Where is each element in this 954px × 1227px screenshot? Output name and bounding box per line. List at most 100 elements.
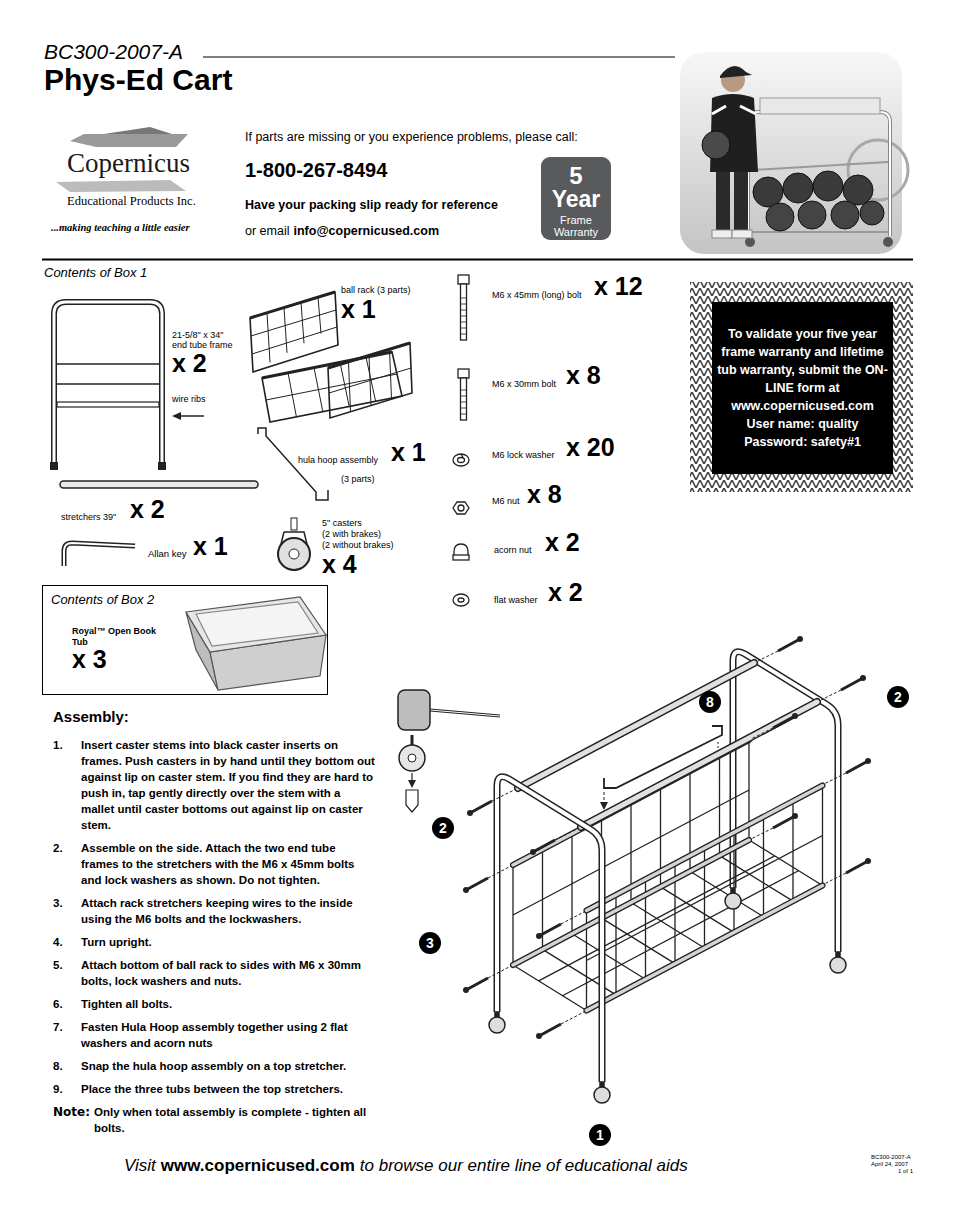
bolt-symbols [792, 713, 798, 719]
product-photo [680, 52, 902, 254]
ball-rack-drawing [250, 292, 338, 372]
ball-rack-drawing [250, 292, 335, 318]
step-row: 9.Place the three tubs between the top s… [53, 1081, 375, 1097]
bolt-symbols [463, 887, 469, 893]
bolt-symbols [865, 758, 871, 764]
caster-drawing [278, 538, 310, 570]
email-address: info@copernicused.com [293, 224, 439, 238]
login-text: User name: quality [747, 415, 859, 433]
product-photo [712, 230, 732, 238]
quantity: x 1 [391, 440, 426, 465]
step-number: 1. [53, 737, 81, 833]
callout-circle: 8 [699, 691, 721, 713]
quantity: x 3 [72, 647, 107, 672]
part-note: (2 with brakes) [322, 529, 381, 539]
end-tube-frame-drawing [54, 302, 162, 468]
bolt-symbols [463, 636, 871, 1039]
step-text: Attach rack stretchers keeping wires to … [81, 895, 375, 927]
product-photo [720, 66, 752, 78]
callout-number: 2 [894, 690, 902, 704]
quantity: x 2 [130, 497, 165, 522]
step-text: Tighten all bolts. [81, 996, 375, 1012]
product-photo [680, 52, 908, 254]
hardware-drawing [453, 502, 469, 514]
cart-assembly-drawing [604, 792, 605, 808]
cart-assembly-drawing [518, 663, 817, 827]
step-row: 6.Tighten all bolts. [53, 996, 375, 1012]
hardware-drawing [453, 555, 469, 560]
caster-insert-detail [406, 790, 418, 812]
quantity: x 2 [545, 530, 580, 555]
bolt-symbols [466, 639, 868, 1036]
end-tube-frame-drawing [50, 462, 58, 470]
warranty-border [690, 282, 913, 492]
badge-text: Frame Warranty [541, 215, 611, 238]
product-photo [716, 170, 730, 232]
ball-rack-drawing [328, 343, 410, 368]
step-row: 7.Fasten Hula Hoop assembly together usi… [53, 1019, 375, 1051]
caster-insert-detail [430, 710, 500, 716]
bolt-symbols [463, 636, 871, 1039]
step-number: 7. [53, 1019, 81, 1051]
part-name: M6 x 30mm bolt [492, 379, 556, 389]
quantity: x 20 [566, 435, 615, 460]
quantity: x 4 [322, 552, 357, 577]
part-name: hula hoop assembly [298, 455, 378, 465]
ball-rack-drawing [329, 349, 411, 412]
header-rules [203, 57, 675, 58]
product-photo [760, 98, 880, 114]
product-photo [748, 112, 890, 236]
hardware-drawing [461, 284, 467, 340]
note-text: Only when total assembly is complete - t… [94, 1104, 375, 1136]
callout-number: 2 [439, 821, 447, 835]
product-photo [766, 203, 794, 231]
caster-insert-detail [430, 710, 500, 716]
support-text: If parts are missing or you experience p… [245, 130, 578, 144]
cart-assembly-drawing [604, 726, 722, 788]
footer-text: Visit [124, 1156, 156, 1176]
part-name: Royal™ Open Book Tub [72, 626, 168, 648]
part-name: 5" casters [322, 518, 362, 528]
product-photo [883, 237, 893, 247]
logo-mark [56, 180, 186, 192]
hardware-drawing [453, 275, 469, 606]
hardware-drawing [461, 378, 467, 420]
callout-circle: 1 [589, 1124, 611, 1146]
tub-drawing [186, 597, 326, 690]
step-number: 8. [53, 1058, 81, 1074]
allen-key-drawing [64, 543, 135, 566]
bolt-symbols [488, 651, 846, 1024]
product-photo [753, 177, 783, 207]
cart-casters [489, 888, 846, 1103]
step-number: 6. [53, 996, 81, 1012]
product-photo [831, 201, 859, 229]
section-heading: Contents of Box 2 [51, 592, 154, 607]
quantity: x 1 [341, 297, 376, 322]
note-label: Note: [53, 1104, 94, 1136]
hardware-drawing [454, 544, 468, 556]
callout-number: 1 [596, 1128, 604, 1142]
page-title: Phys-Ed Cart [44, 63, 232, 96]
hardware-drawing [461, 390, 467, 414]
end-tube-frame-drawing [172, 412, 181, 420]
step-text: Assemble on the side. Attach the two end… [81, 840, 375, 888]
product-photo [712, 106, 756, 114]
part-name: 21-5/8" x 34" end tube frame [172, 330, 236, 351]
caster-insert-detail [408, 754, 416, 762]
caster-insert-detail [411, 773, 412, 786]
tub-drawing [196, 602, 318, 646]
callout-number: 3 [426, 936, 434, 950]
login-text: Password: safety#1 [744, 433, 861, 451]
step-text: Place the three tubs between the top str… [81, 1081, 375, 1097]
product-photo [783, 173, 813, 203]
footer-text: to browse our entire line of educational… [360, 1156, 688, 1176]
step-number: 5. [53, 957, 81, 989]
ball-rack-drawing [328, 343, 412, 418]
steps-list: 1.Insert caster stems into black caster … [53, 737, 375, 1143]
part-note: (3 parts) [341, 474, 375, 484]
part-name: stretchers 39" [61, 512, 116, 522]
brand-name: Copernicus [67, 148, 190, 179]
callout-circle: 2 [432, 817, 454, 839]
cart-casters [830, 957, 846, 973]
step-row: 2.Assemble on the side. Attach the two e… [53, 840, 375, 888]
